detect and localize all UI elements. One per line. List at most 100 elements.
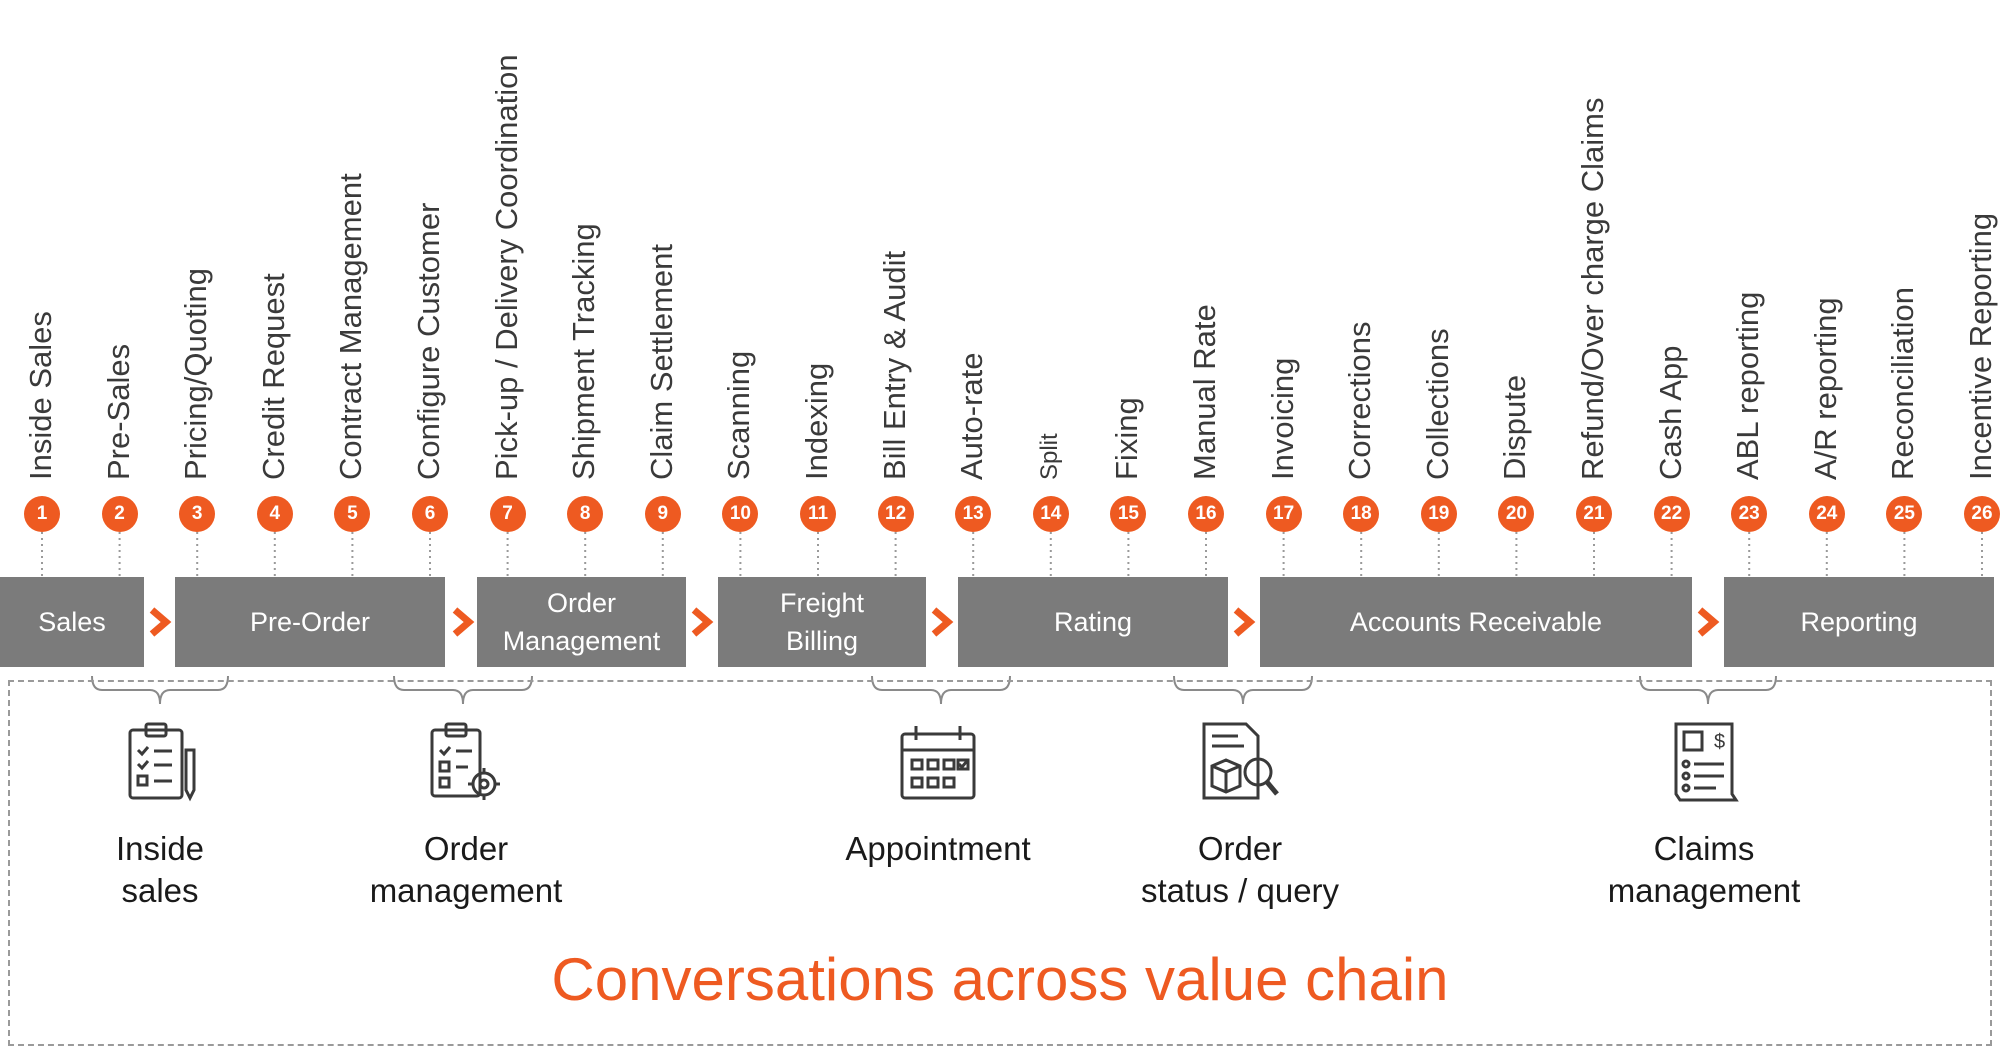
stage-label-line2: Billing [785,626,859,656]
step-label: Fixing [1109,397,1145,480]
conversation-claims-management: Claims management [1554,828,1854,912]
stage-label: Pre-Order [249,607,371,637]
step-number-badge: 7 [489,496,526,532]
step-number-badge: 3 [179,496,216,532]
bracket [871,675,1011,705]
step-label: Pricing/Quoting [178,268,214,480]
conversation-line1: Inside [115,830,205,867]
stage-pre-order: Pre-Order [175,577,445,667]
step-number-badge: 8 [567,496,604,532]
step-number-badge: 6 [412,496,448,532]
footer-title: Conversations across value chain [551,946,1449,1013]
step-number-badge: 25 [1886,496,1923,532]
conversation-order-status: Order status / query [1090,828,1390,912]
step-label: Incentive Reporting [1962,212,1998,480]
bracket [91,675,229,705]
conversation-line2: management [369,872,563,909]
stage-reporting: Reporting [1724,577,1994,667]
stage-label: Rating [1053,607,1133,637]
conversation-appointment: Appointment [788,828,1088,870]
stage-accounts-receivable: Accounts Receivable [1260,577,1692,667]
step-label: Manual Rate [1186,304,1222,480]
conversation-line1: Claims [1653,830,1755,867]
step-number-badge: 18 [1343,496,1380,532]
svg-text:$: $ [1714,731,1725,753]
chevron-right-icon [931,607,954,637]
chevron-right-icon [1233,607,1256,637]
step-label: Dispute [1497,374,1533,480]
chevron-right-icon [149,607,172,637]
step-number-badge: 19 [1420,496,1457,532]
step-number-badge: 10 [722,496,759,532]
stage-freight-billing: Freight Billing [718,577,926,667]
step-label: Cash App [1652,345,1688,480]
step-number-badge: 24 [1808,496,1845,532]
step-number-badge: 11 [800,496,836,532]
clipboard-checklist-pencil-icon [128,722,196,802]
stage-rating: Rating [958,577,1228,667]
step-label: Invoicing [1264,357,1300,480]
clipboard-checklist-gear-icon [430,722,500,800]
step-number-badge: 5 [334,496,371,532]
conversation-line2: sales [121,872,199,909]
step-label: Auto-rate [954,352,990,480]
step-label: Pre-Sales [100,343,136,480]
step-label: Bill Entry & Audit [876,250,912,480]
calendar-icon [900,726,976,800]
conversations-frame [8,680,1992,1046]
step-number-badge: 12 [877,496,914,532]
stage-label-line1: Order [546,588,617,618]
step-label: Configure Customer [410,202,446,480]
step-number-badge: 21 [1576,496,1612,532]
step-number-badge: 17 [1265,496,1302,532]
step-label: Credit Request [255,273,291,480]
step-label: Collections [1419,328,1455,480]
step-number-badge: 9 [644,496,681,532]
conversation-line2: status / query [1140,872,1340,909]
step-label: Inside Sales [22,311,58,480]
conversation-line1: Appointment [845,830,1031,867]
step-label: Claim Settlement [643,243,679,480]
step-number-badge: 20 [1498,496,1535,532]
document-package-search-icon [1202,722,1279,800]
step-number-badge: 16 [1188,496,1224,532]
step-number-badge: 22 [1653,496,1690,532]
receipt-dollar-icon: $ [1674,722,1739,802]
step-number-badge: 2 [101,496,138,532]
step-label: Corrections [1342,321,1378,481]
step-number-badge: 1 [24,496,60,532]
bracket [1173,675,1313,705]
step-number-badge: 26 [1964,496,2000,532]
step-label: ABL reporting [1730,291,1766,480]
step-label: Split [1035,433,1063,480]
step-label: A/R reporting [1807,297,1843,480]
bracket [1639,675,1777,705]
step-label: Reconciliation [1885,287,1921,480]
chevron-right-icon [691,607,714,637]
step-label: Shipment Tracking [566,223,602,480]
conversation-line2: management [1607,872,1801,909]
step-label: Refund/Over charge Claims [1574,97,1610,481]
stage-label: Reporting [1800,607,1918,637]
step-label: Contract Management [333,173,369,480]
step-number-badge: 14 [1032,496,1069,532]
step-label: Scanning [721,350,757,480]
conversation-line1: Order [1197,830,1283,867]
conversation-line1: Order [423,830,509,867]
stage-label-line1: Freight [779,588,865,618]
step-label: Pick-up / Delivery Coordination [488,54,524,480]
stage-label-line2: Management [502,626,661,656]
step-number-badge: 15 [1110,496,1147,532]
step-number-badge: 13 [955,496,992,532]
step-label: Indexing [798,362,834,480]
conversation-inside-sales: Inside sales [10,828,310,912]
stage-label: Accounts Receivable [1349,607,1603,637]
chevron-right-icon [1697,607,1720,637]
chevron-right-icon [452,607,475,637]
bracket [393,675,533,705]
stage-sales: Sales [0,577,144,667]
conversation-order-management: Order management [316,828,616,912]
stage-label: Sales [38,607,106,637]
